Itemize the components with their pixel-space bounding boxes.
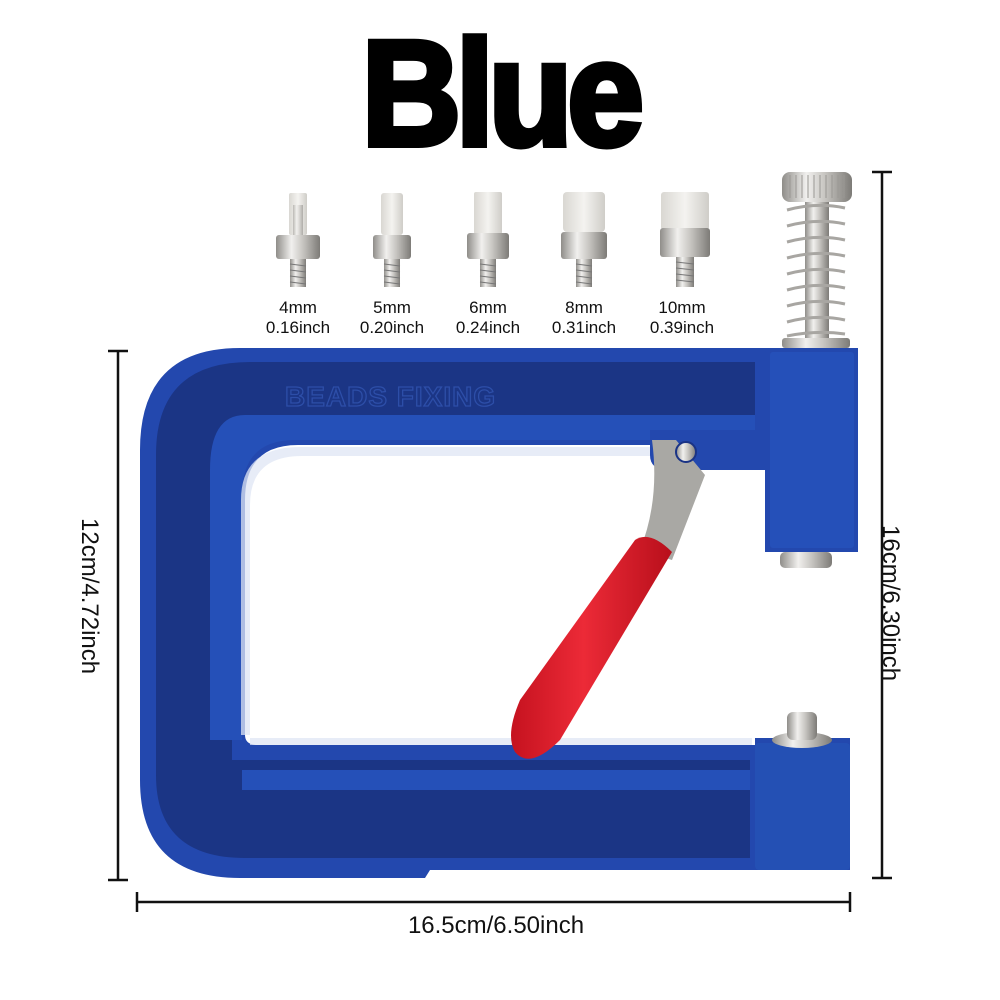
spring-screw-icon [782, 172, 852, 348]
title-text: Blue [359, 9, 647, 177]
die-label-8mm: 8mm 0.31inch [551, 298, 617, 337]
die-5mm-icon [373, 193, 411, 287]
frame-height-label: 12cm/4.72inch [76, 518, 103, 675]
press-lever [511, 440, 705, 759]
page-title: Blue [40, 9, 960, 177]
c-frame: BEADS FIXING [140, 348, 858, 878]
die-size-labels: 4mm 0.16inch 5mm 0.20inch 6mm 0.24inch 8… [258, 298, 738, 340]
die-4mm-icon [276, 193, 320, 287]
embossed-label: BEADS FIXING [285, 381, 496, 412]
die-8mm-icon [561, 192, 607, 287]
plunger-tip-icon [780, 552, 832, 568]
total-height-label: 16cm/6.30inch [877, 525, 904, 682]
die-label-5mm: 5mm 0.20inch [359, 298, 425, 337]
die-set [276, 192, 710, 287]
pivot-screw-icon [675, 441, 697, 463]
die-label-4mm: 4mm 0.16inch [265, 298, 331, 337]
die-10mm-icon [660, 192, 710, 287]
die-label-10mm: 10mm 0.39inch [649, 298, 715, 337]
die-6mm-icon [467, 192, 509, 287]
anvil-tip-icon [772, 712, 832, 748]
width-label: 16.5cm/6.50inch [407, 912, 585, 939]
die-label-6mm: 6mm 0.24inch [455, 298, 521, 337]
dimension-lines [108, 170, 892, 912]
